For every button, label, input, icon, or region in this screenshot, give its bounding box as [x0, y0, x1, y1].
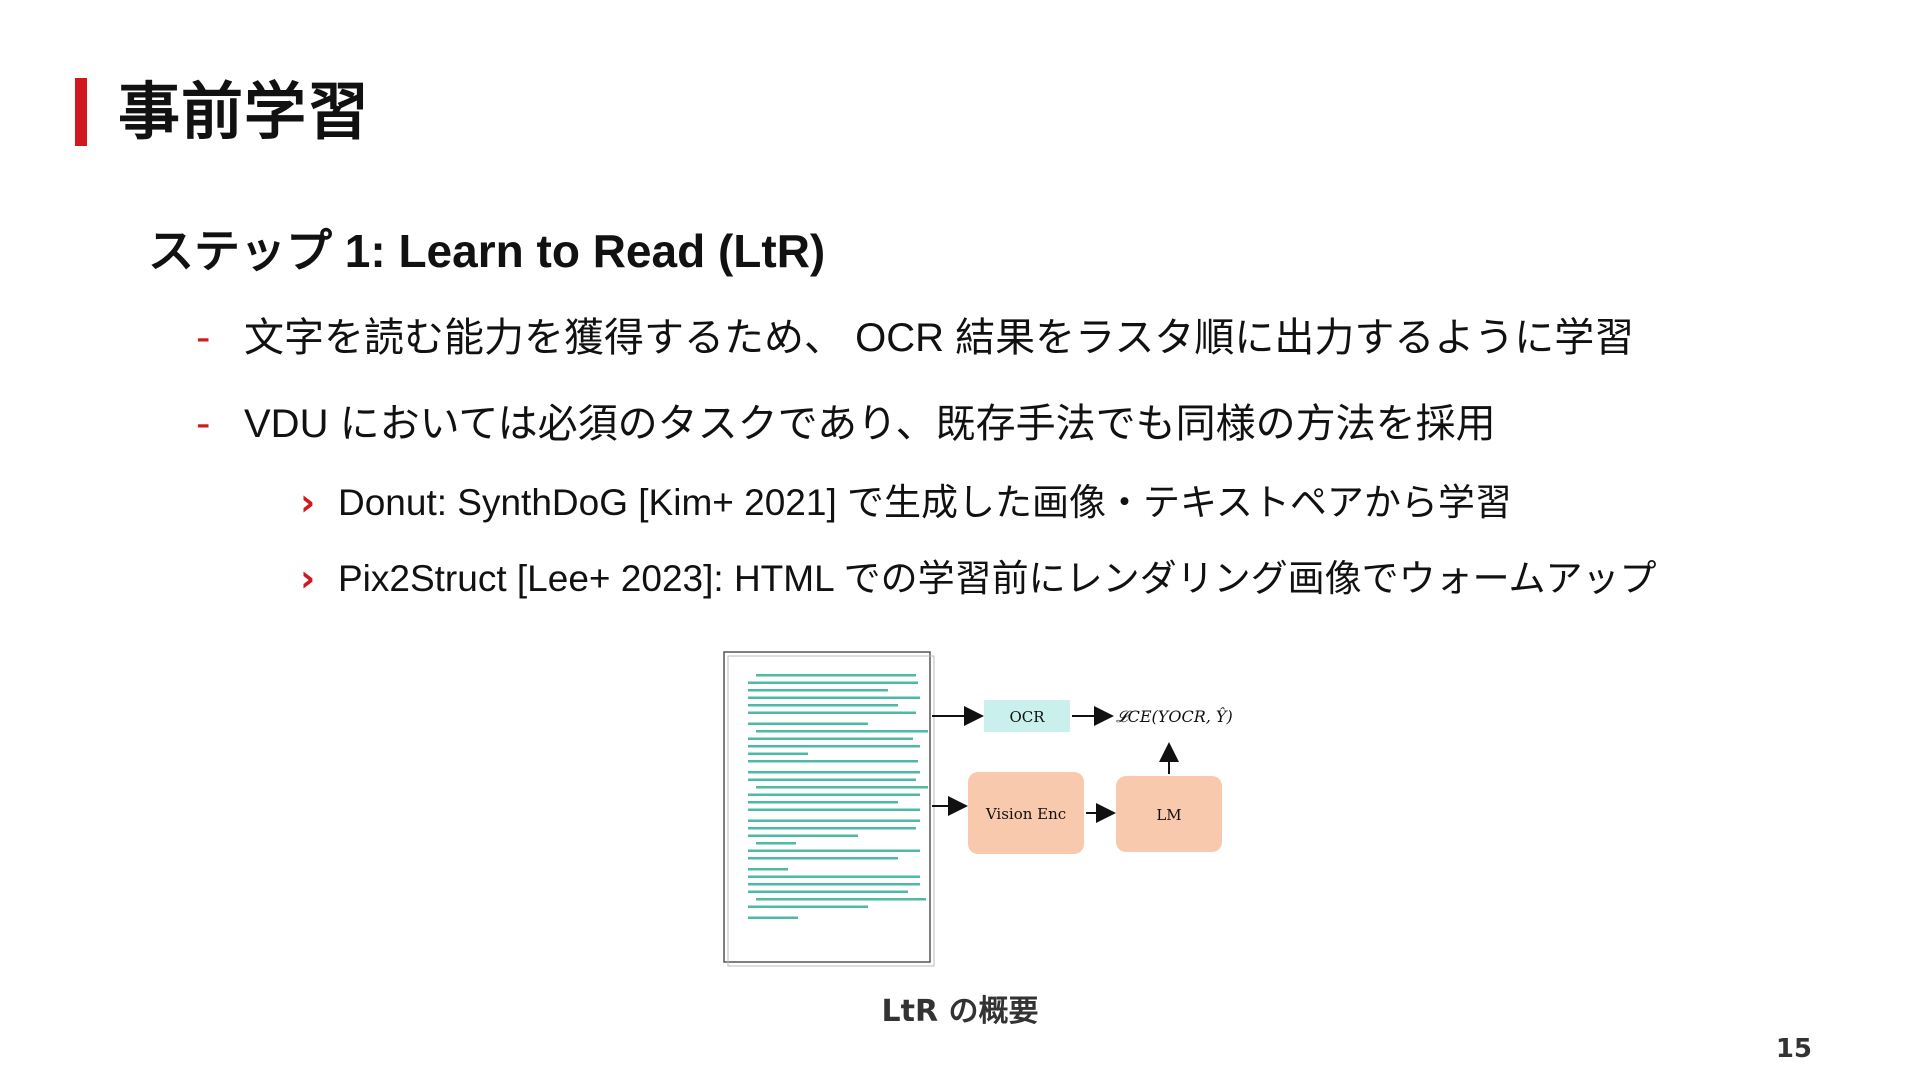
document-text-line — [748, 827, 916, 830]
document-text-line — [756, 730, 928, 733]
figure-caption: LtR の概要 — [881, 994, 1039, 1029]
page-number: 15 — [1775, 1034, 1812, 1064]
document-text-line — [748, 801, 898, 804]
sub-bullet-text: Donut: SynthDoG [Kim+ 2021] で生成した画像・テキスト… — [338, 482, 1512, 523]
loss-label: 𝓛CE(YOCR, Ŷ) — [1116, 706, 1233, 726]
bullet-text: 文字を読む能力を獲得するため、 OCR 結果をラスタ順に出力するように学習 — [244, 316, 1635, 360]
lm-box — [1116, 776, 1222, 852]
document-text-line — [748, 771, 920, 774]
title-accent-bar — [75, 78, 87, 146]
sub-bullet-text: Pix2Struct [Lee+ 2023]: HTML での学習前にレンダリン… — [338, 558, 1657, 599]
vision-encoder-box — [968, 772, 1084, 854]
document-text-line — [756, 674, 916, 677]
document-text-line — [748, 778, 916, 781]
bullet-text: VDU においては必須のタスクであり、既存手法でも同様の方法を採用 — [244, 402, 1496, 446]
ocr-box — [984, 700, 1070, 732]
document-text-line — [748, 722, 868, 725]
bullet-2: -VDU においては必須のタスクであり、既存手法でも同様の方法を採用 — [196, 398, 1496, 450]
document-text-line — [748, 689, 888, 692]
document-text-line — [748, 875, 920, 878]
sub-bullet-1: › Donut: SynthDoG [Kim+ 2021] で生成した画像・テキス… — [300, 478, 1512, 528]
document-text-line — [748, 711, 916, 714]
document-text-line — [756, 898, 926, 901]
chevron-right-icon: › — [300, 481, 316, 524]
lm-label: LM — [1156, 806, 1181, 824]
document-text-line — [748, 760, 918, 763]
ocr-label: OCR — [1009, 708, 1045, 726]
document-text-line — [748, 808, 920, 811]
document-text-line — [748, 704, 898, 707]
document-text-line — [748, 681, 918, 684]
document-text-line — [756, 786, 928, 789]
chevron-right-icon: › — [300, 557, 316, 600]
document-text-line — [748, 916, 798, 919]
document-text-line — [748, 834, 858, 837]
document-image — [723, 651, 935, 967]
bullet-dash: - — [196, 401, 211, 447]
document-text-line — [748, 752, 808, 755]
document-text-line — [756, 842, 796, 845]
document-text-line — [748, 849, 920, 852]
bullet-dash: - — [196, 315, 211, 361]
bullet-1: -文字を読む能力を獲得するため、 OCR 結果をラスタ順に出力するように学習 — [196, 312, 1634, 364]
document-text-line — [748, 696, 920, 699]
vision-encoder-label: Vision Enc — [985, 805, 1066, 823]
ltr-diagram: OCR 𝓛CE(YOCR, Ŷ) Vision Enc LM — [723, 651, 1233, 967]
document-text-line — [748, 737, 913, 740]
document-text-line — [748, 883, 920, 886]
sub-bullet-2: › Pix2Struct [Lee+ 2023]: HTML での学習前にレンダリ… — [300, 554, 1656, 604]
document-text-line — [748, 819, 920, 822]
section-heading: ステップ 1: Learn to Read (LtR) — [148, 225, 826, 277]
slide-title: 事前学習 — [118, 75, 371, 148]
document-text-line — [748, 890, 908, 893]
document-text-line — [748, 905, 868, 908]
document-text-line — [748, 745, 920, 748]
document-text-line — [748, 857, 898, 860]
document-text-line — [748, 868, 788, 871]
document-text-line — [748, 793, 920, 796]
